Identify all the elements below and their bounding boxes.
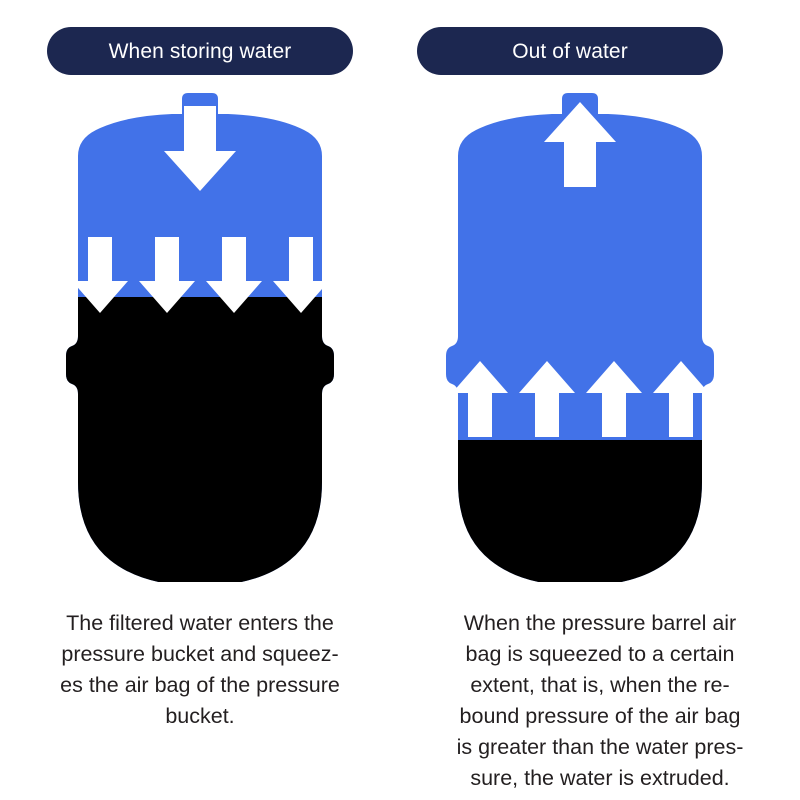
pressure-arrow-down-4 bbox=[273, 237, 329, 313]
water-fill bbox=[446, 440, 714, 582]
pressure-arrow-down-2 bbox=[139, 237, 195, 313]
pressure-arrow-down-3 bbox=[206, 237, 262, 313]
caption-line: extent, that is, when the re- bbox=[470, 673, 730, 697]
caption-storing-water: The filtered water enters the pressure b… bbox=[28, 608, 372, 732]
tank-svg-storing-water bbox=[66, 93, 334, 582]
water-fill bbox=[66, 297, 334, 582]
caption-line: es the air bag of the pressure bbox=[60, 673, 340, 697]
tank-illustration-storing-water bbox=[0, 92, 400, 582]
header-pill-label: Out of water bbox=[512, 39, 628, 63]
pressure-arrow-down-1 bbox=[72, 237, 128, 313]
pressure-arrow-up-1 bbox=[452, 361, 508, 437]
pressure-arrow-up-2 bbox=[519, 361, 575, 437]
pressure-arrows-down bbox=[72, 237, 329, 313]
panel-out-of-water: Out of water bbox=[400, 0, 800, 800]
pressure-arrow-up-3 bbox=[586, 361, 642, 437]
inlet-arrow-down bbox=[164, 106, 236, 191]
caption-out-of-water: When the pressure barrel air bag is sque… bbox=[422, 608, 778, 794]
tank-body-group bbox=[446, 93, 714, 582]
caption-line: sure, the water is extruded. bbox=[470, 766, 730, 790]
pressure-arrows-up bbox=[452, 361, 709, 437]
pressure-arrow-up-4 bbox=[653, 361, 709, 437]
header-pill-out-of-water[interactable]: Out of water bbox=[417, 27, 723, 75]
caption-line: bucket. bbox=[165, 704, 235, 728]
tank-illustration-out-of-water bbox=[400, 92, 800, 582]
caption-line: is greater than the water pres- bbox=[456, 735, 744, 759]
header-pill-label: When storing water bbox=[108, 39, 292, 63]
caption-line: bag is squeezed to a certain bbox=[465, 642, 735, 666]
tank-svg-out-of-water bbox=[446, 93, 714, 582]
caption-line: The filtered water enters the bbox=[66, 611, 334, 635]
panel-storing-water: When storing water bbox=[0, 27, 400, 732]
caption-line: When the pressure barrel air bbox=[463, 611, 737, 635]
caption-line: bound pressure of the air bag bbox=[459, 704, 741, 728]
outlet-arrow-up bbox=[544, 102, 616, 187]
caption-line: pressure bucket and squeez- bbox=[61, 642, 339, 666]
header-pill-storing-water[interactable]: When storing water bbox=[47, 27, 353, 75]
